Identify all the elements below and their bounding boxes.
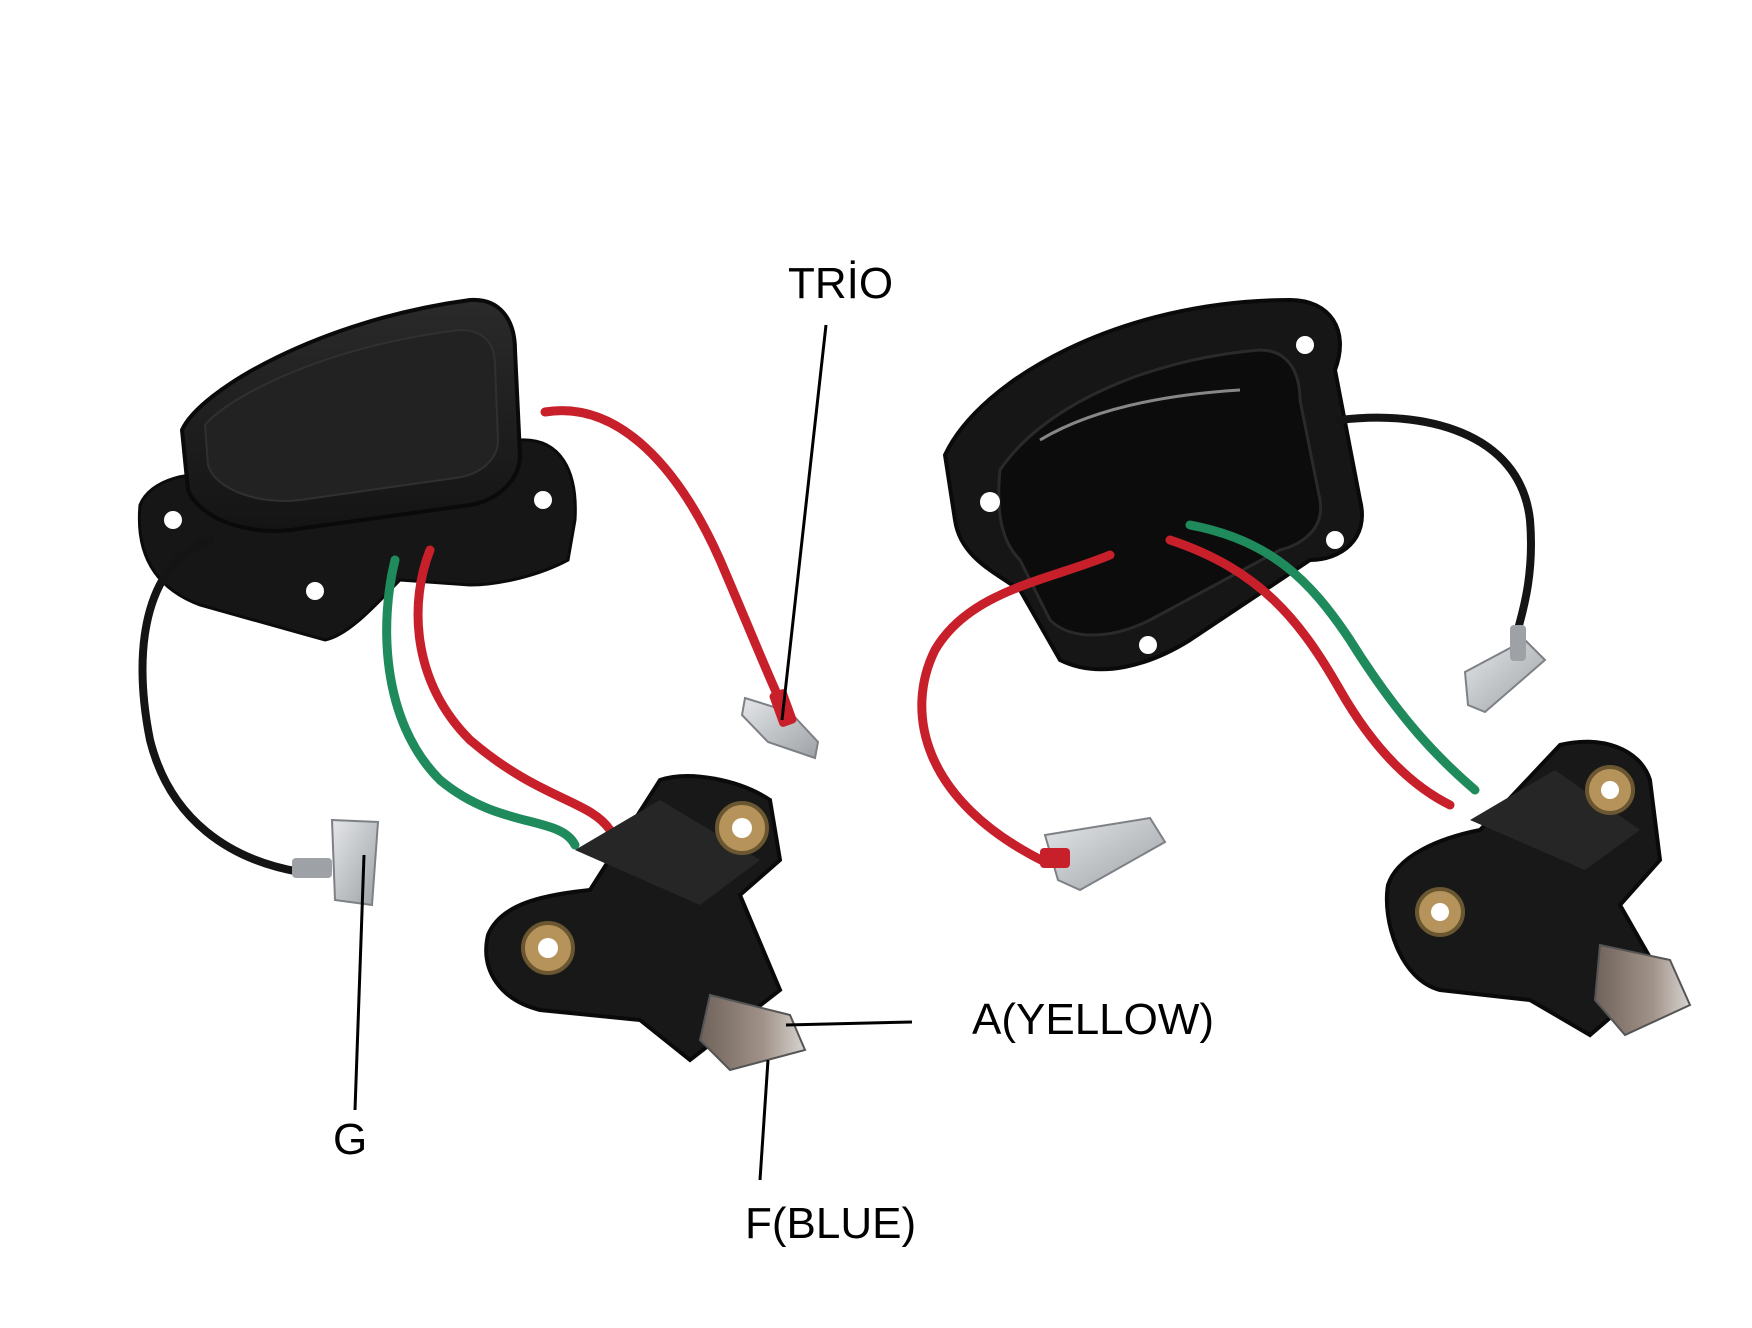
left-regulator-lid-top [203, 328, 500, 502]
left-green-wire [382, 555, 580, 850]
right-wires [917, 413, 1535, 867]
right-regulator [942, 297, 1364, 672]
label-trio: TRİO [788, 259, 894, 308]
left-regulator-hole [538, 369, 552, 383]
right-regulator-hole [980, 492, 1000, 512]
leader-line-f-blue [758, 1059, 770, 1181]
left-regulator-hole [534, 491, 552, 509]
leader-lines [353, 324, 913, 1181]
right-red-wire-trio [917, 550, 1115, 867]
label-f-blue: F(BLUE) [745, 1199, 917, 1248]
right-regulator-hole [1326, 531, 1344, 549]
right-carbon-brush [1593, 943, 1692, 1037]
leader-line-a-yellow [785, 1020, 913, 1027]
left-black-wire-g [138, 536, 304, 876]
leader-line-trio [780, 324, 828, 721]
right-green-wire [1185, 520, 1480, 795]
right-black-wire [1336, 413, 1535, 644]
right-g-terminal [1463, 625, 1547, 714]
right-red-wire [1165, 535, 1455, 810]
label-a-yellow: A(YELLOW) [972, 995, 1215, 1044]
right-regulator-hole [1296, 336, 1314, 354]
left-regulator-hole [306, 582, 324, 600]
label-g: G [333, 1115, 368, 1164]
left-regulator-hole [164, 511, 182, 529]
left-carbon-brush [698, 993, 807, 1072]
right-brush-holder [1384, 739, 1692, 1038]
left-red-wire-trio [540, 406, 787, 710]
left-brush-holder [484, 774, 807, 1072]
right-regulator-hole [1139, 636, 1157, 654]
right-trio-terminal [1040, 816, 1167, 892]
leader-line-g [353, 854, 366, 1111]
left-red-wire [413, 545, 615, 835]
left-g-terminal [292, 818, 380, 907]
left-regulator [137, 297, 577, 642]
left-wires [138, 406, 787, 876]
left-trio-terminal [740, 689, 820, 760]
